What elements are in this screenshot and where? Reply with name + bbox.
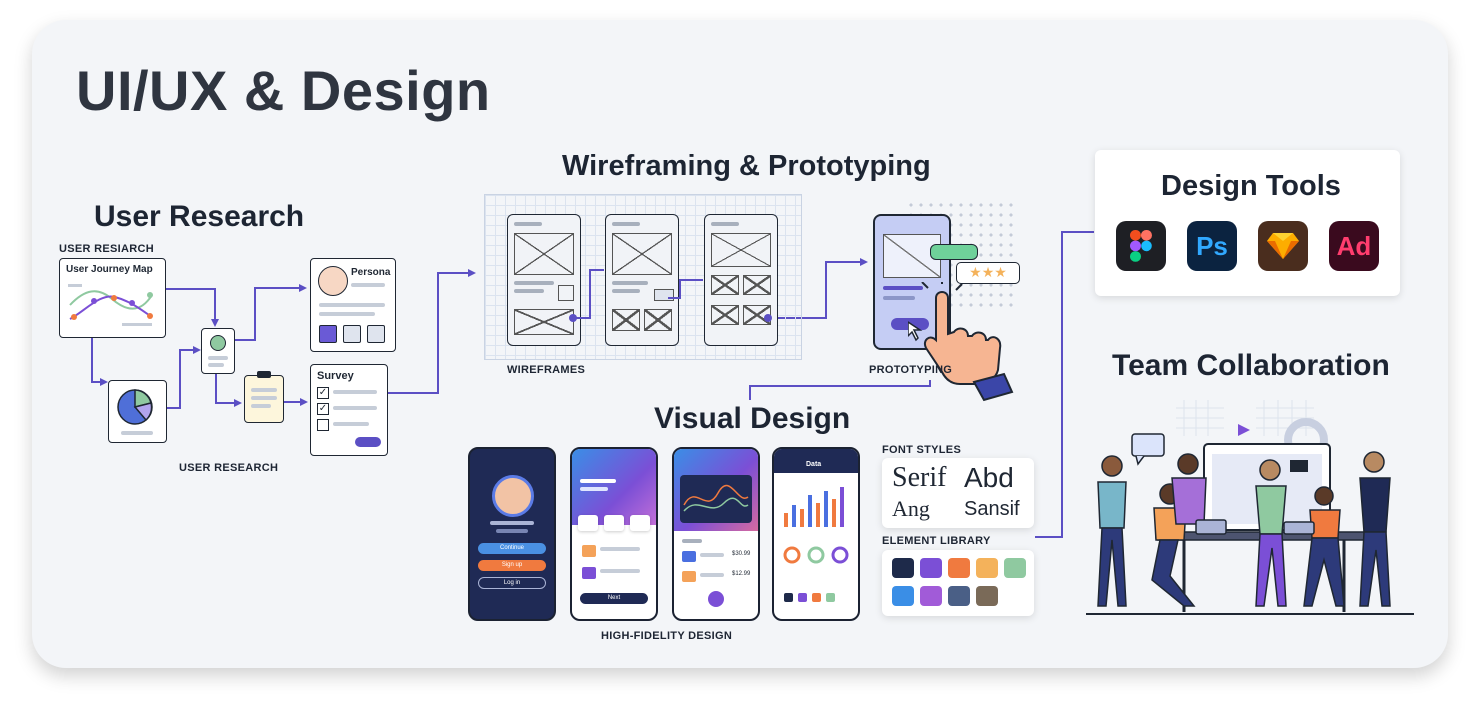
font-styles-caption: FONT STYLES [882,444,962,456]
chat-bubble [930,244,978,260]
element-library-caption: ELEMENT LIBRARY [882,535,991,547]
login-login-button: Log in [478,577,546,589]
login-avatar [492,475,534,517]
journey-map-graph [68,284,153,326]
persona-label: Persona [351,267,391,278]
persona-check-3 [367,325,385,343]
user-profile-card [201,328,235,374]
color-swatch[interactable] [948,586,970,606]
shop-next-button: Next [580,593,648,604]
chat-bubble-icon [1131,433,1165,457]
font-sample-abd: Abd [964,462,1014,493]
wireframing-title: Wireframing & Prototyping [562,150,931,182]
laptop-icon [1195,519,1227,535]
survey-submit-button [355,437,381,447]
color-swatch[interactable] [892,558,914,578]
user-journey-map-card: User Journey Map [59,258,166,338]
color-swatch[interactable] [920,586,942,606]
color-swatch[interactable] [976,558,998,578]
connector-center-clipboard [215,374,240,404]
hifi-phone-shop: Next [570,447,658,621]
hifi-caption: HIGH-FIDELITY DESIGN [601,630,733,642]
login-signup-button: Sign up [478,560,546,571]
pointing-hand-icon [908,282,1014,402]
team-collaboration-title: Team Collaboration [1112,349,1390,382]
connector-journey-persona [165,288,216,325]
connector-center-persona [234,287,305,341]
persona-check-1 [319,325,337,343]
hifi-phone-login: Continue Sign up Log in [468,447,556,621]
wireframe-screen-3 [704,214,778,346]
font-sample-ang: Ang [892,496,930,521]
color-swatch[interactable] [1004,558,1026,578]
persona-avatar [318,266,348,296]
wireframes-caption: WIREFRAMES [507,364,586,376]
data-donut-charts [783,546,849,564]
visual-design-title: Visual Design [654,402,851,435]
font-sample-serif: Serif [892,462,947,493]
team-people [1097,451,1391,607]
color-swatch[interactable] [976,586,998,606]
laptop-icon [1283,521,1315,535]
photoshop-icon[interactable]: Ps [1187,221,1237,271]
font-sample-sansif: Sansif [964,498,1020,520]
dashboard-price-2: $12.99 [732,571,751,577]
color-swatch[interactable] [948,558,970,578]
pie-chart-icon [117,389,153,425]
persona-check-2 [343,325,361,343]
pie-chart-card [108,380,167,443]
rating-stars: ★★★ [956,262,1020,284]
color-swatch[interactable] [920,558,942,578]
clipboard-card [244,371,284,423]
wireframe-screen-1 [507,214,581,346]
element-library-card [882,550,1034,616]
page-title: UI/UX & Design [76,59,491,122]
sketch-icon[interactable] [1258,221,1308,271]
color-swatch[interactable] [892,586,914,606]
figma-icon[interactable] [1116,221,1166,271]
connector-fonts-tools [1035,231,1094,538]
design-tools-card: Design Tools Ps Ad [1095,150,1400,296]
journey-map-label: User Journey Map [66,264,153,275]
survey-label: Survey [317,370,354,382]
user-research-title: User Research [94,200,305,233]
survey-card: Survey ✓ ✓ [310,364,388,456]
login-continue-button: Continue [478,543,546,554]
adobe-xd-icon[interactable]: Ad [1329,221,1379,271]
user-research-top-caption: USER RESIARCH [59,243,154,255]
clipboard-clip [257,371,271,378]
hifi-phone-data: Data [772,447,860,621]
data-screen-title: Data [806,461,822,468]
data-bar-chart [784,487,844,527]
team-collaboration-illustration [1086,400,1414,615]
connector-pie-center [166,349,199,409]
hifi-phone-dashboard: $30.99 $12.99 [672,447,760,621]
dashboard-price-1: $30.99 [732,551,751,557]
design-tools-title: Design Tools [1161,170,1341,202]
connector-prototype-visual [749,380,931,400]
prototyping-caption: PROTOTYPING [869,364,953,376]
user-icon [210,335,226,351]
user-research-bottom-caption: USER RESEARCH [179,462,279,474]
font-styles-card: Serif Abd Ang Sansif [882,458,1034,528]
connector-survey-wireframes [388,272,474,394]
persona-card: Persona [310,258,396,352]
